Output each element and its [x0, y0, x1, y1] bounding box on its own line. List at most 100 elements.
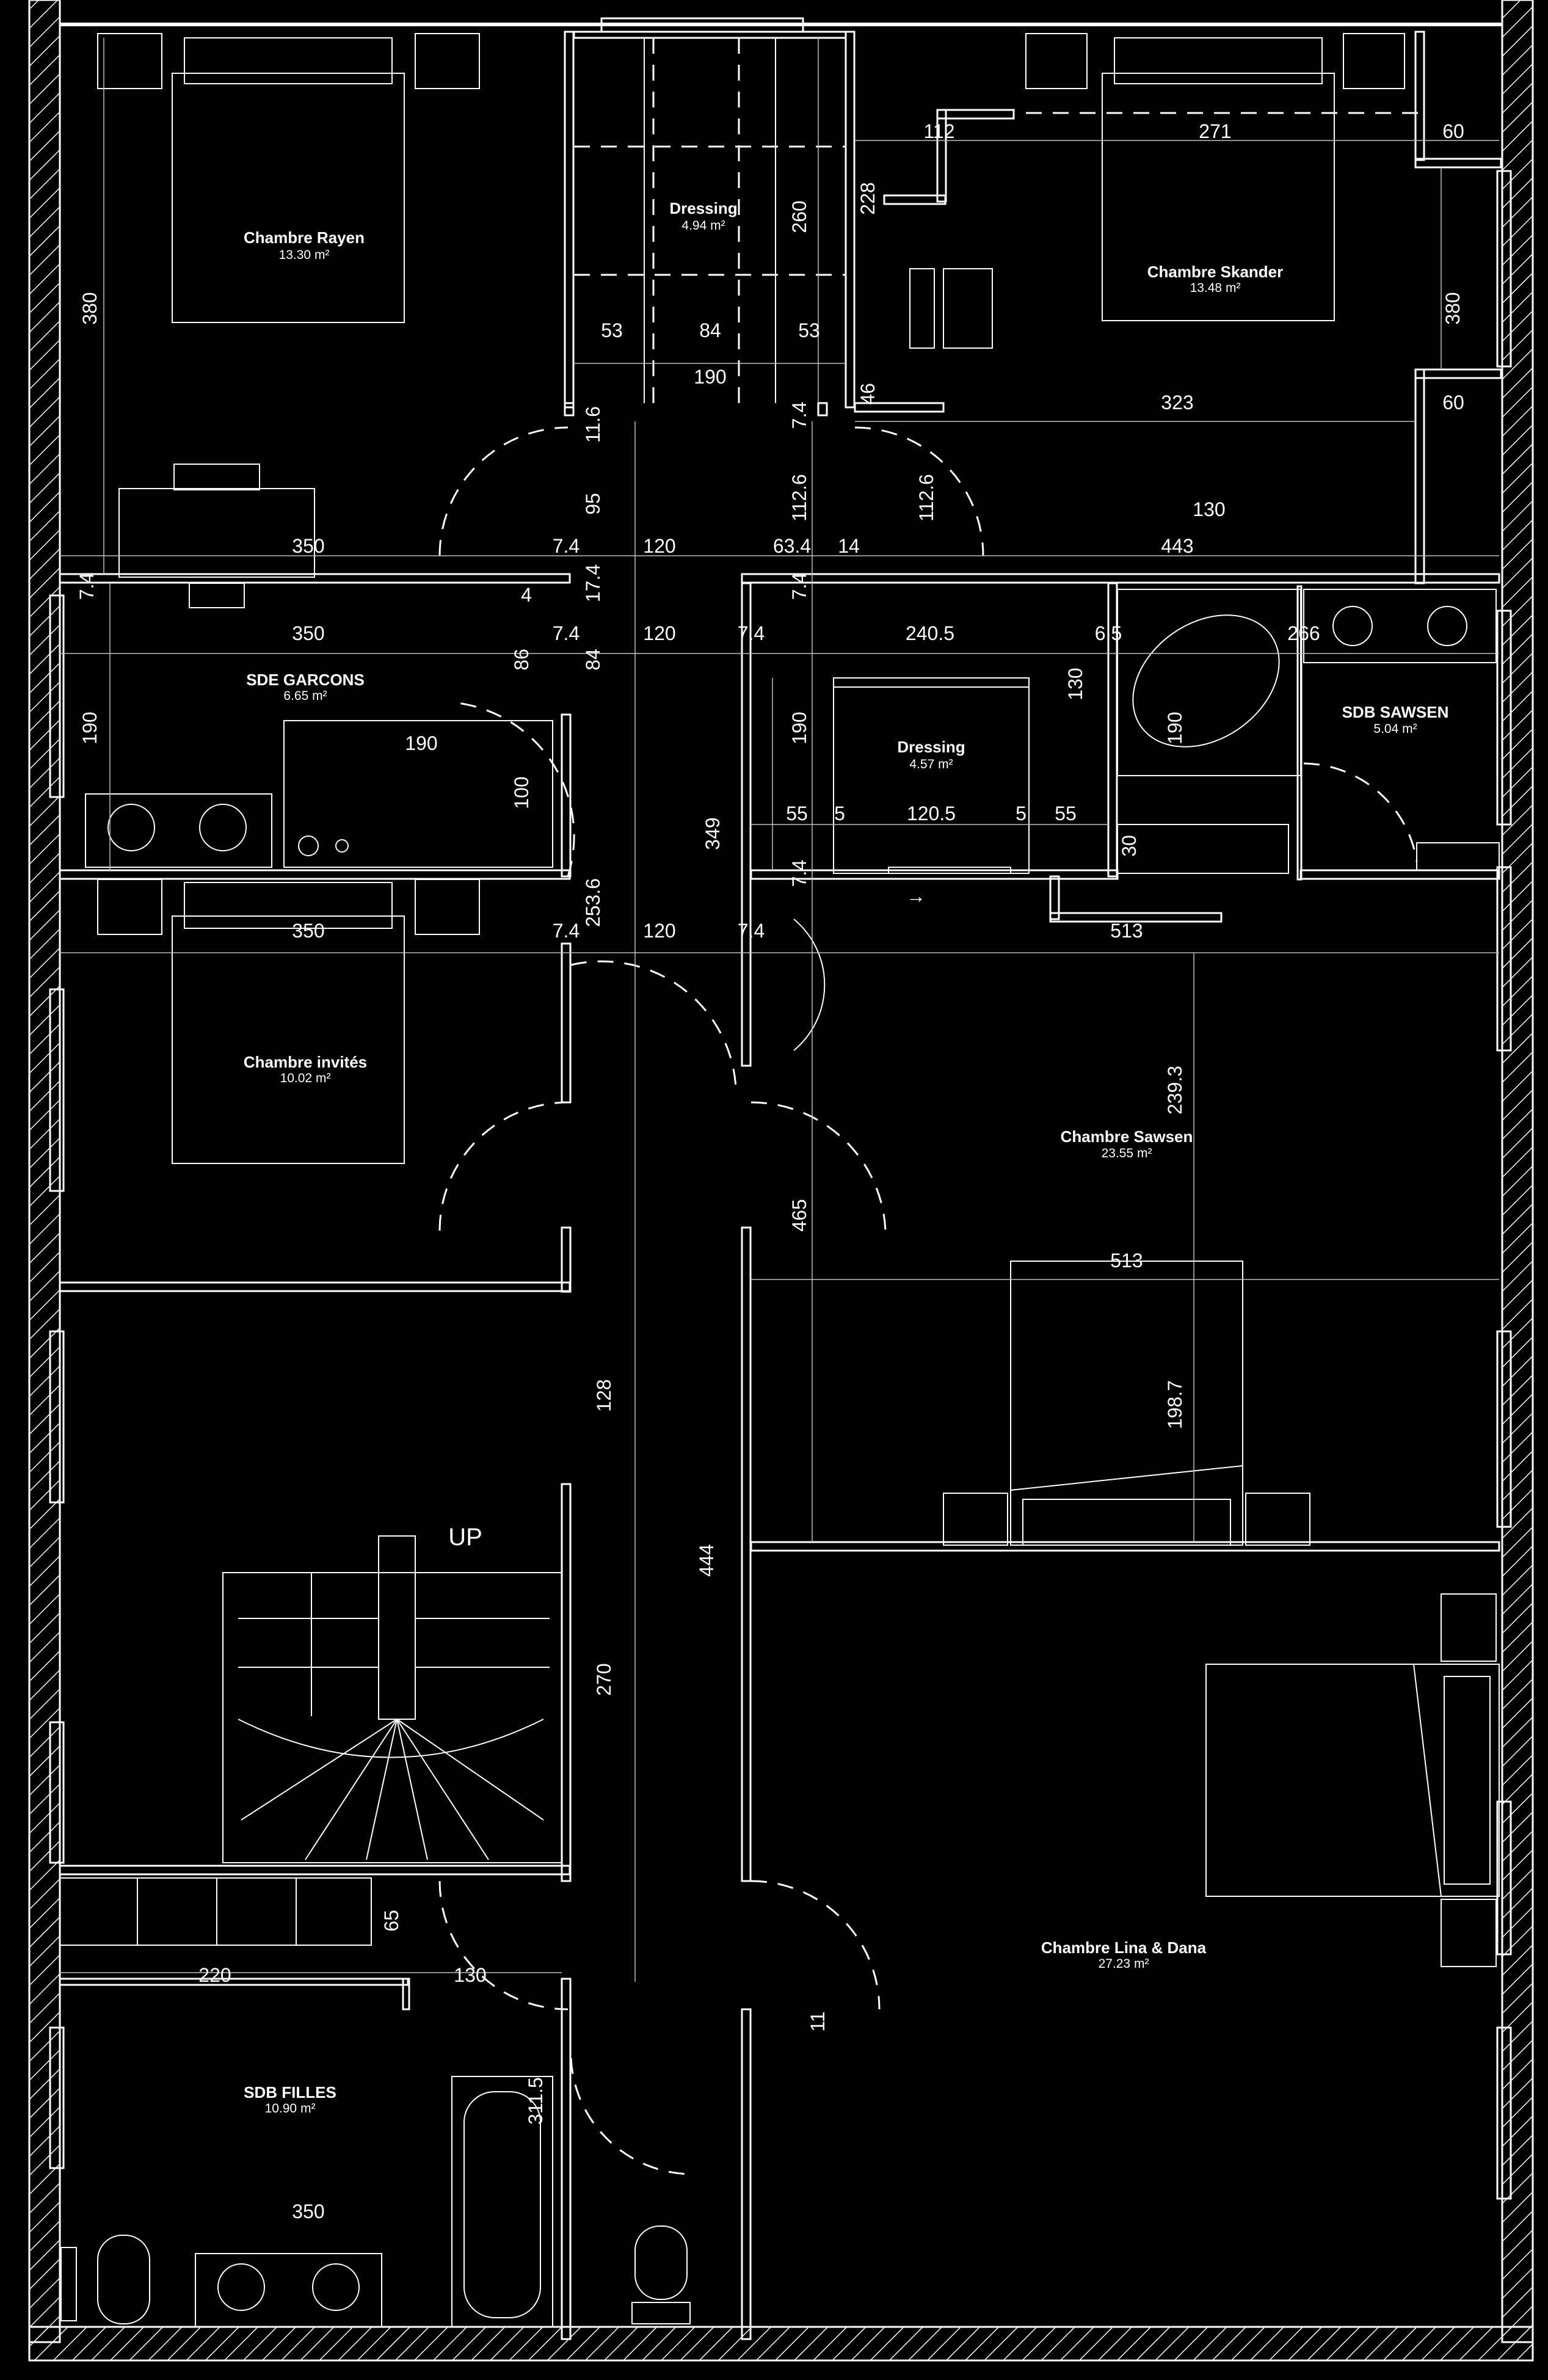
- windows: [49, 170, 1512, 2200]
- dimension-label: 65: [380, 1910, 402, 1932]
- dimension-label: 17.4: [582, 564, 604, 602]
- dimension-label: 7.4: [788, 860, 810, 887]
- dimension-label: 444: [696, 1544, 718, 1576]
- dimension-label: 7.4: [553, 535, 580, 557]
- dimension-label: 380: [79, 292, 101, 324]
- dimension-label: 513: [1110, 920, 1143, 942]
- dimension-label: 95: [582, 493, 604, 515]
- door-arrow: →: [906, 885, 926, 907]
- room-area-chambre-sawsen: 23.55 m²: [1102, 1146, 1152, 1160]
- dimension-label: 86: [511, 649, 532, 671]
- room-area-dressing-1: 4.94 m²: [681, 219, 725, 233]
- room-name-dressing-1: Dressing: [669, 199, 737, 217]
- dimension-label: 112.6: [788, 474, 810, 522]
- dimension-label: 30: [1118, 835, 1140, 857]
- dimension-label: 84: [699, 319, 721, 341]
- dimension-label: 260: [788, 200, 810, 233]
- dimension-label: 270: [593, 1663, 615, 1695]
- dimension-label: 349: [702, 817, 724, 850]
- dimension-label: 228: [857, 182, 879, 214]
- dimension-label: 7.4: [76, 573, 98, 600]
- dimension-label: 190: [1164, 711, 1186, 744]
- dimension-label: 14: [838, 535, 860, 557]
- dimension-label: 465: [788, 1199, 810, 1231]
- room-area-sdb-filles: 10.90 m²: [265, 2102, 316, 2116]
- room-name-sdb-sawsen: SDB SAWSEN: [1342, 703, 1449, 721]
- dimension-label: 190: [405, 732, 437, 754]
- dimension-label: 350: [292, 535, 324, 557]
- dimension-label: 112: [923, 120, 954, 142]
- dimension-label: 350: [292, 920, 324, 942]
- right-exterior-wall: [1501, 0, 1534, 2343]
- room-name-dressing-2: Dressing: [897, 738, 965, 756]
- room-name-chambre-skander: Chambre Skander: [1147, 263, 1284, 281]
- dimension-label: 4: [521, 584, 532, 606]
- dimension-label: 60: [1442, 120, 1464, 142]
- dimension-label: 11: [807, 2011, 829, 2031]
- dimension-label: 130: [1193, 498, 1225, 520]
- dimension-label: 198.7: [1164, 1380, 1186, 1429]
- dimension-label: 120: [643, 622, 675, 644]
- exterior-walls: [28, 0, 1534, 2362]
- dimension-label: 112.6: [915, 474, 937, 522]
- room-name-chambre-sawsen: Chambre Sawsen: [1061, 1127, 1193, 1146]
- dimension-label: 53: [601, 319, 623, 341]
- dimension-label: 5: [1016, 802, 1027, 824]
- room-name-chambre-rayen: Chambre Rayen: [244, 228, 365, 247]
- dimension-label: 5: [834, 802, 845, 824]
- dimension-label: 271: [1199, 120, 1231, 142]
- dimension-label: 190: [79, 711, 101, 744]
- room-area-sde-garcons: 6.65 m²: [283, 689, 327, 703]
- dimension-label: 443: [1161, 535, 1193, 557]
- dimension-label: 120: [643, 535, 675, 557]
- dimension-label: 350: [292, 2200, 324, 2222]
- dimension-label: 46: [857, 383, 879, 405]
- dimension-label: 11.6: [582, 406, 604, 443]
- dimension-label: 60: [1442, 391, 1464, 413]
- dimension-label: 7.4: [738, 920, 765, 942]
- dimension-label: 63.4: [773, 535, 811, 557]
- dimension-label: 253.6: [582, 878, 604, 927]
- dimension-label: 7.4: [553, 622, 580, 644]
- room-area-chambre-lina-dana: 27.23 m²: [1099, 1957, 1149, 1971]
- room-name-chambre-invites: Chambre invités: [244, 1053, 367, 1071]
- dimension-label: 84: [582, 649, 604, 671]
- dimension-label: 7.4: [788, 402, 810, 429]
- dimension-label: 7.4: [553, 920, 580, 942]
- dimension-label: 350: [292, 622, 324, 644]
- interior-walls: [59, 31, 1502, 2340]
- dimension-label: 130: [454, 1964, 486, 1986]
- door-swings: [438, 426, 1418, 2175]
- room-area-sdb-sawsen: 5.04 m²: [1373, 722, 1417, 736]
- room-labels: Chambre Rayen 13.30 m² Dressing 4.94 m² …: [244, 199, 1449, 2116]
- furniture: [59, 33, 1500, 2327]
- dimension-labels: 380 53 84 53 260 190 11.6 7.4 228 112 27…: [76, 120, 1464, 2222]
- dimension-label: 380: [1442, 292, 1464, 324]
- dimension-label: 120: [643, 920, 675, 942]
- dimension-label: 6.5: [1095, 622, 1122, 644]
- dimension-label: 190: [694, 366, 726, 388]
- dimension-label: 120.5: [907, 802, 956, 824]
- dimension-label: 7.4: [788, 573, 810, 600]
- dimension-label: 220: [198, 1964, 231, 1986]
- bottom-exterior-wall: [28, 2326, 1534, 2362]
- dimension-label: 55: [786, 802, 808, 824]
- room-name-sde-garcons: SDE GARCONS: [246, 671, 365, 689]
- dimension-lines: [60, 38, 1499, 1982]
- room-area-chambre-rayen: 13.30 m²: [279, 248, 330, 262]
- room-area-chambre-skander: 13.48 m²: [1190, 281, 1241, 295]
- room-area-chambre-invites: 10.02 m²: [280, 1071, 331, 1085]
- dimension-label: 311.5: [525, 2077, 547, 2125]
- room-area-dressing-2: 4.57 m²: [909, 757, 953, 771]
- dimension-label: 128: [593, 1379, 615, 1411]
- dimension-label: 7.4: [738, 622, 765, 644]
- dimension-label: 190: [788, 711, 810, 744]
- left-exterior-wall: [28, 0, 61, 2343]
- dimension-label: 323: [1161, 391, 1193, 413]
- dimension-label: 53: [798, 319, 820, 341]
- stair-up-label: UP: [448, 1524, 482, 1551]
- dimension-label: 239.3: [1164, 1066, 1186, 1115]
- dimension-label: 130: [1064, 668, 1086, 700]
- room-name-chambre-lina-dana: Chambre Lina & Dana: [1041, 1938, 1207, 1957]
